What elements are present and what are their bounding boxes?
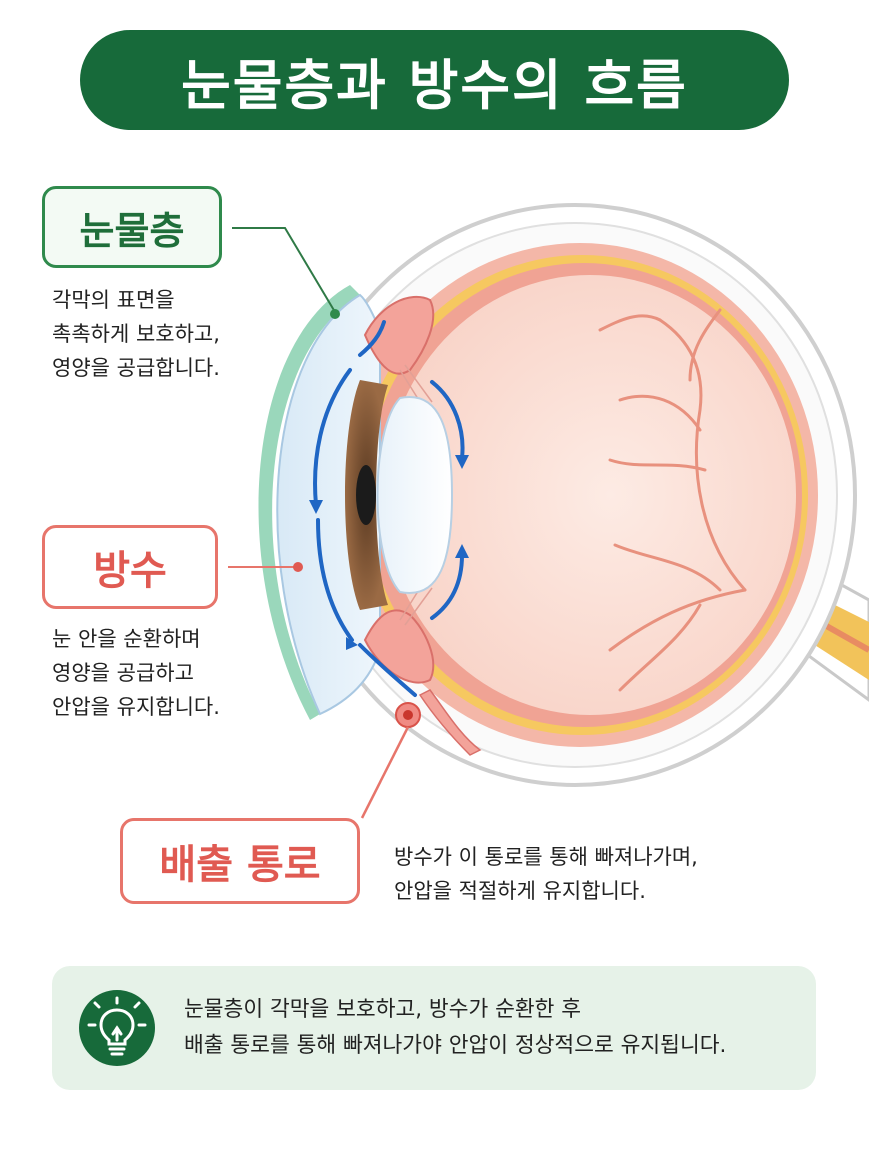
lens xyxy=(376,395,454,595)
tear-film-description: 각막의 표면을 촉촉하게 보호하고, 영양을 공급합니다. xyxy=(52,288,220,380)
tear-film-leader xyxy=(232,227,336,313)
page-title: 눈물층과 방수의 흐름 xyxy=(181,53,688,117)
drainage-pathway-description: 방수가 이 통로를 통해 빠져나가며, 안압을 적절하게 유지합니다. xyxy=(394,845,698,903)
pupil xyxy=(356,465,376,525)
ciliary-body-top xyxy=(363,295,435,375)
aqueous-flow-arrows xyxy=(313,320,465,697)
tear-film-label: 눈물층 xyxy=(42,186,222,268)
title-banner: 눈물층과 방수의 흐름 xyxy=(80,30,789,130)
aqueous-humor-description: 눈 안을 순환하며 영양을 공급하고 안압을 유지합니다. xyxy=(52,627,220,719)
drainage-leader xyxy=(360,726,410,819)
summary-text: 눈물층이 각막을 보호하고, 방수가 순환한 후 배출 통로를 통해 빠져나가야… xyxy=(184,997,727,1058)
lightbulb-icon xyxy=(79,990,155,1066)
retinal-vessels xyxy=(598,308,747,692)
aqueous-humor-label: 방수 xyxy=(42,525,218,609)
drainage-pathway-label: 배출 통로 xyxy=(120,818,360,904)
tear-film-band xyxy=(258,285,360,720)
summary-box: 눈물층이 각막을 보호하고, 방수가 순환한 후 배출 통로를 통해 빠져나가야… xyxy=(52,966,816,1090)
